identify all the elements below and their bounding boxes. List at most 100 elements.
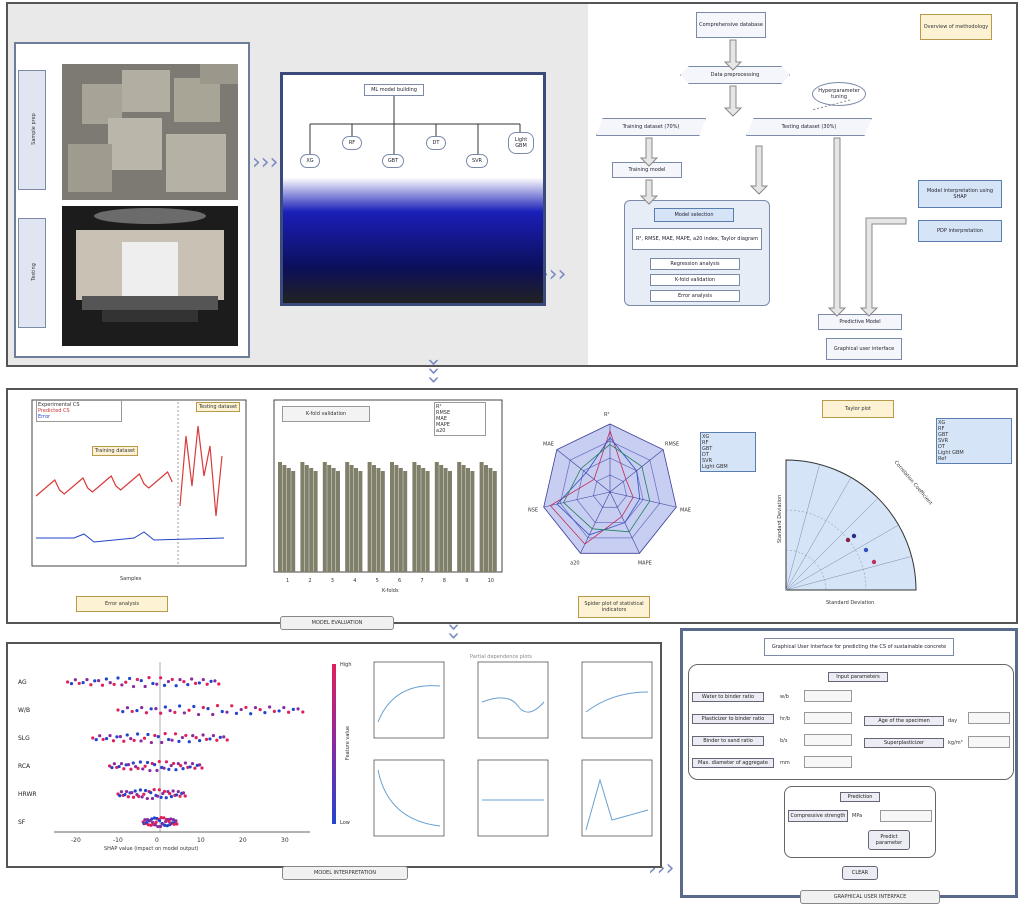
shap-point	[155, 768, 159, 773]
shap-point	[124, 680, 128, 684]
shap-point	[159, 711, 163, 715]
superplasticizer-input[interactable]	[968, 736, 1010, 748]
shap-point	[162, 816, 166, 820]
shap-point	[296, 707, 300, 711]
shap-point	[150, 761, 154, 766]
ml-model-tree	[280, 72, 546, 306]
shap-point	[201, 677, 205, 682]
plasticizer-input[interactable]	[804, 712, 852, 724]
taylor-chart	[785, 459, 917, 591]
section-arrow: ›››	[421, 357, 447, 385]
shap-point	[137, 794, 141, 799]
taylor-legend: XG RF GBT SVR DT Light GBM Ref	[936, 418, 1012, 464]
prediction-label: Prediction	[840, 792, 880, 802]
taylor-spoke	[785, 464, 820, 591]
field-unit-age: day	[948, 718, 958, 724]
water-binder-input[interactable]	[804, 690, 852, 702]
legend-lightgbm: Light GBM	[702, 464, 728, 470]
shap-point	[225, 738, 229, 742]
shap-point	[165, 824, 169, 828]
pdp-curve	[585, 778, 649, 831]
shap-point	[140, 795, 144, 799]
taylor-title: Taylor plot	[822, 400, 894, 418]
shap-point	[128, 676, 132, 681]
shap-point	[268, 705, 272, 709]
shap-point	[85, 677, 89, 682]
flow-hyper: Hyperparameter tuning	[812, 82, 866, 106]
evaluation-footer: MODEL EVALUATION	[280, 616, 394, 630]
shap-point	[118, 794, 122, 798]
radar-axis	[556, 449, 611, 493]
radar-axis-label: NSE	[528, 507, 538, 513]
shap-point	[108, 764, 112, 768]
taylor-xlabel: Standard Deviation	[826, 600, 875, 606]
shap-point	[125, 789, 129, 794]
shap-point	[143, 788, 148, 793]
shap-point	[213, 679, 217, 683]
shap-point	[116, 708, 120, 712]
shap-point	[119, 761, 124, 766]
shap-point	[174, 819, 178, 823]
shap-point	[131, 795, 136, 799]
kfold-xtick: 10	[488, 578, 494, 584]
kfold-bar	[372, 465, 376, 572]
shap-point	[160, 740, 164, 745]
shap-point	[100, 683, 105, 687]
shap-point	[170, 738, 174, 742]
binder-sand-input[interactable]	[804, 734, 852, 746]
shap-point	[145, 820, 149, 825]
shap-point	[148, 768, 152, 773]
shap-point	[184, 733, 188, 738]
shap-point	[162, 766, 166, 770]
shap-xtick: 10	[197, 837, 205, 844]
concrete-cubes-photo	[62, 64, 238, 200]
colorbar-low: Low	[340, 820, 350, 826]
shap-point	[166, 679, 170, 684]
shap-point	[162, 683, 167, 687]
shap-point	[172, 822, 176, 826]
shap-point	[66, 680, 70, 684]
shap-point	[133, 789, 137, 793]
flow-arrow: ›››	[252, 150, 279, 175]
pdp-frame	[373, 661, 445, 739]
flow-regression: Regression analysis	[650, 258, 740, 270]
age-input[interactable]	[968, 712, 1010, 724]
predict-button[interactable]: Predict parameter	[868, 830, 910, 850]
legend-ref: Ref	[938, 456, 947, 462]
field-label-water-binder: Water to binder ratio	[692, 692, 764, 702]
kfold-bar	[358, 471, 363, 572]
flow-predictive-model: Predictive Model	[818, 314, 902, 330]
shap-point	[161, 791, 165, 796]
shap-point	[180, 735, 184, 740]
radar-series	[563, 443, 651, 533]
shap-point	[174, 768, 178, 772]
shap-point	[131, 684, 136, 689]
shap-point	[201, 733, 205, 737]
pdp-subplot	[373, 661, 445, 739]
legend-gbt: GBT	[938, 432, 949, 438]
legend-mape: MAPE	[436, 422, 450, 428]
tree-leaf-rf: RF	[342, 136, 362, 150]
clear-button[interactable]: CLEAR	[842, 866, 878, 880]
shap-point	[258, 708, 262, 712]
shap-point	[163, 705, 167, 709]
legend-r2: R²	[436, 404, 442, 410]
max-aggregate-input[interactable]	[804, 756, 852, 768]
pdp-frame	[477, 759, 549, 837]
kfold-xtick: 9	[465, 578, 468, 584]
colorbar-label: Feature value	[345, 725, 351, 761]
kfold-bar	[398, 468, 403, 572]
legend-experimental: Experimental CS	[38, 402, 80, 408]
shap-point	[155, 682, 159, 686]
kfold-xtick: 4	[353, 578, 356, 584]
kfold-bar	[416, 465, 421, 572]
shap-point	[164, 796, 168, 800]
shap-point	[116, 676, 120, 680]
error-xlabel: Samples	[120, 576, 142, 582]
shap-point	[163, 731, 167, 736]
shap-point	[183, 761, 188, 765]
kfold-bar	[278, 462, 282, 572]
shap-point	[282, 705, 286, 710]
radar-series	[556, 436, 641, 536]
legend-xg: XG	[938, 420, 946, 426]
